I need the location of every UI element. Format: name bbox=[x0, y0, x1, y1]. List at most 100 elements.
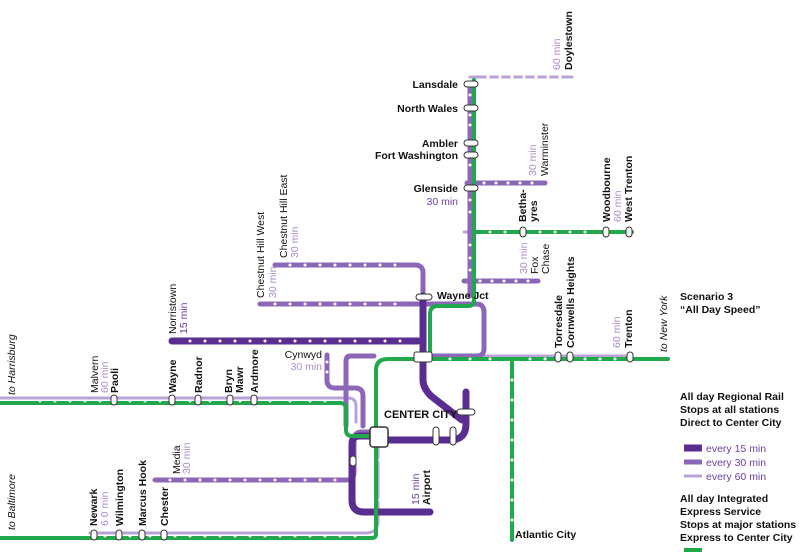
express-harrisburg bbox=[0, 401, 374, 438]
station-marker-west-phila bbox=[349, 455, 357, 467]
label-chestnut-hill-west: Chestnut Hill West bbox=[255, 212, 267, 298]
direction-new-york: to New York bbox=[658, 295, 670, 352]
station-marker-torresdale bbox=[554, 351, 562, 363]
station-labels: Lansdale North Wales Ambler Fort Washing… bbox=[6, 11, 670, 541]
label-malvern: Malvern bbox=[89, 355, 101, 393]
station-marker-ardmore bbox=[250, 394, 258, 406]
line-chestnut-hill-east bbox=[272, 262, 426, 299]
station-marker-wayne bbox=[168, 394, 176, 406]
legend-express-line-2: Express Service bbox=[680, 506, 761, 518]
legend-regional-line-2: Stops at all stations bbox=[680, 404, 779, 416]
station-marker-cc-north bbox=[456, 408, 476, 416]
station-marker-lansdale bbox=[463, 80, 479, 88]
freq-malvern: 60 min bbox=[99, 361, 111, 393]
freq-west-trenton: 60 min bbox=[612, 190, 624, 222]
legend-label-60: every 60 min bbox=[706, 471, 766, 483]
label-cynwyd: Cynwyd bbox=[285, 349, 323, 361]
label-trenton: Trenton bbox=[623, 310, 635, 349]
station-marker-radnor bbox=[194, 394, 202, 406]
legend-regional-line-3: Direct to Center City bbox=[680, 417, 782, 429]
label-airport: Airport bbox=[421, 470, 433, 506]
station-marker-cc-east-1 bbox=[432, 426, 440, 446]
label-radnor: Radnor bbox=[193, 356, 205, 393]
label-doylestown: Doylestown bbox=[563, 11, 575, 70]
freq-newark: 6 0 min bbox=[99, 491, 111, 526]
label-glenside: Glenside bbox=[414, 183, 459, 195]
label-west-trenton: West Trenton bbox=[623, 156, 635, 222]
line-trunk-north bbox=[419, 292, 466, 424]
station-marker-cornwells bbox=[566, 351, 574, 363]
freq-chestnut-hill-west: 30 min bbox=[267, 266, 279, 298]
label-fox-chase: FoxChase bbox=[529, 243, 552, 274]
direction-harrisburg: to Harrisburg bbox=[6, 334, 18, 395]
label-newark: Newark bbox=[88, 488, 100, 526]
freq-cynwyd: 30 min bbox=[290, 361, 322, 373]
station-marker-wilmington bbox=[115, 529, 123, 541]
station-marker-north-wales bbox=[463, 104, 479, 112]
center-city-label: CENTER CITY bbox=[384, 409, 458, 421]
label-wayne: Wayne bbox=[167, 359, 179, 393]
station-marker-bryn-mawr bbox=[226, 394, 234, 406]
legend-express-line-3: Stops at major stations bbox=[680, 519, 796, 531]
label-north-wales: North Wales bbox=[397, 103, 458, 115]
legend-regional-line-1: All day Regional Rail bbox=[680, 391, 784, 403]
station-marker-glenside bbox=[463, 184, 479, 192]
legend-label-15: every 15 min bbox=[706, 443, 766, 455]
legend-label-30: every 30 min bbox=[706, 457, 766, 469]
station-marker-chester bbox=[160, 529, 168, 541]
station-marker-north-phila bbox=[413, 351, 433, 363]
legend: All day Regional Rail Stops at all stati… bbox=[680, 391, 796, 552]
station-marker-cc-east-2 bbox=[449, 426, 457, 446]
label-wayne-jct: Wayne Jct bbox=[437, 290, 489, 302]
station-marker-wayne-jct bbox=[415, 293, 433, 301]
station-marker-bethayres bbox=[519, 226, 527, 238]
freq-chestnut-hill-east: 30 min bbox=[289, 226, 301, 258]
label-atlantic-city: Atlantic City bbox=[515, 529, 576, 541]
label-wilmington: Wilmington bbox=[114, 469, 126, 526]
express-lansdale bbox=[428, 78, 476, 358]
label-bryn-mawr: BrynMawr bbox=[223, 366, 246, 393]
line-western-30 bbox=[343, 353, 377, 429]
label-lansdale: Lansdale bbox=[412, 79, 458, 91]
label-norristown: Norristown bbox=[167, 284, 179, 334]
freq-trenton: 60 min bbox=[611, 316, 623, 348]
label-paoli: Paoli bbox=[109, 368, 121, 393]
direction-baltimore: to Baltimore bbox=[6, 474, 18, 530]
legend-express-line-4: Express to Center City bbox=[680, 532, 793, 544]
label-fort-washington: Fort Washington bbox=[375, 150, 458, 162]
station-markers bbox=[90, 80, 634, 541]
line-chestnut-hill-west bbox=[257, 301, 487, 359]
label-warminster: Warminster bbox=[539, 122, 551, 176]
label-ardmore: Ardmore bbox=[249, 349, 261, 393]
freq-doylestown: 60 min bbox=[551, 38, 563, 70]
freq-glenside: 30 min bbox=[426, 196, 458, 208]
scenario-name: Scenario 3 bbox=[680, 291, 733, 303]
station-marker-west-trenton bbox=[625, 226, 633, 238]
line-wilmington-local bbox=[88, 434, 380, 535]
center-city-hub bbox=[369, 426, 389, 448]
station-marker-trenton bbox=[626, 351, 634, 363]
freq-fox-chase: 30 min bbox=[518, 242, 530, 274]
station-marker-woodbourne bbox=[602, 226, 610, 238]
freq-norristown: 15 min bbox=[178, 302, 190, 334]
label-cornwells-heights: Cornwells Heights bbox=[565, 256, 577, 348]
station-marker-ambler bbox=[463, 139, 479, 147]
label-marcus-hook: Marcus Hook bbox=[137, 460, 149, 526]
station-marker-newark bbox=[90, 529, 98, 541]
label-chestnut-hill-east: Chestnut Hill East bbox=[278, 174, 290, 258]
label-bethayres: Betha-yres bbox=[517, 189, 540, 222]
local-stop-dots bbox=[38, 75, 617, 538]
freq-warminster: 30 min bbox=[527, 144, 539, 176]
label-ambler: Ambler bbox=[422, 138, 458, 150]
station-marker-marcus-hook bbox=[138, 529, 146, 541]
label-woodbourne: Woodbourne bbox=[601, 157, 613, 222]
scenario-title: Scenario 3 “All Day Speed” bbox=[680, 291, 761, 316]
freq-airport: 15 min bbox=[410, 473, 422, 505]
station-marker-paoli bbox=[110, 394, 118, 406]
scenario-subtitle: “All Day Speed” bbox=[680, 304, 761, 316]
label-chester: Chester bbox=[159, 487, 171, 526]
freq-media: 30 min bbox=[181, 442, 193, 474]
express-baltimore bbox=[0, 357, 432, 540]
label-media: Media bbox=[171, 445, 183, 474]
